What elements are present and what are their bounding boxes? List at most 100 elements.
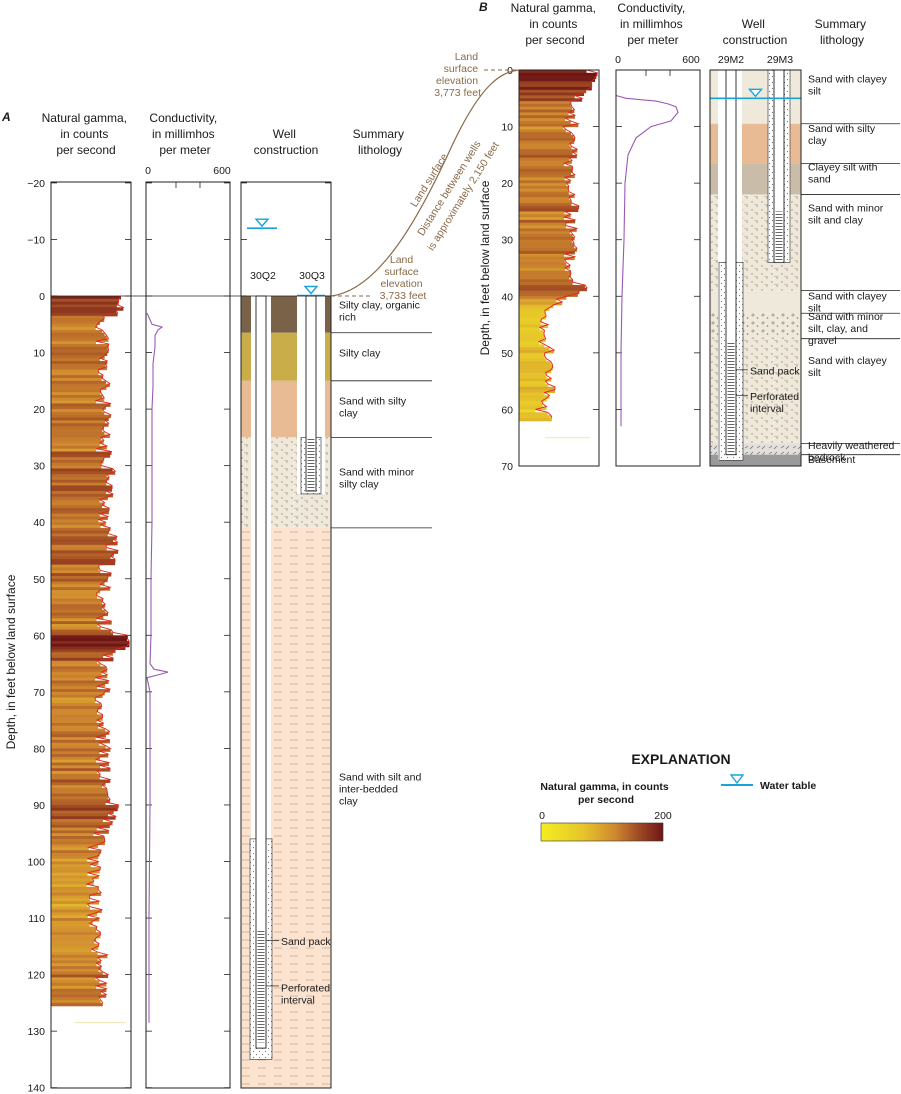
gamma-band bbox=[51, 705, 102, 710]
gamma-band bbox=[51, 731, 110, 735]
gamma-band bbox=[51, 428, 103, 433]
gamma-band bbox=[519, 129, 566, 133]
gamma-band bbox=[51, 310, 117, 314]
panel-a-label: A bbox=[1, 110, 11, 124]
gamma-band bbox=[519, 347, 550, 351]
gamma-band bbox=[519, 222, 566, 227]
gamma-band bbox=[519, 89, 587, 94]
gamma-band bbox=[51, 714, 103, 718]
gamma-band bbox=[519, 228, 577, 232]
gamma-band bbox=[51, 406, 106, 410]
gamma-band bbox=[51, 762, 109, 766]
gamma-band bbox=[51, 550, 119, 554]
gamma-band bbox=[51, 488, 113, 492]
gamma-band bbox=[51, 909, 102, 913]
gamma-band bbox=[519, 242, 574, 246]
gamma-band bbox=[51, 951, 98, 956]
gamma-band bbox=[51, 748, 111, 752]
gamma-band bbox=[51, 686, 98, 690]
gamma-band bbox=[51, 742, 100, 747]
gamma-band bbox=[51, 491, 107, 495]
gamma-band bbox=[519, 256, 575, 261]
gamma-band bbox=[51, 966, 102, 970]
lithology-unit-fill bbox=[710, 443, 801, 455]
gamma-band bbox=[519, 366, 553, 371]
gamma-band bbox=[51, 346, 108, 351]
gamma-band bbox=[519, 251, 575, 255]
depth-tick-label: −10 bbox=[27, 234, 45, 246]
gamma-band bbox=[519, 177, 565, 181]
panel-a-cond-tick-600: 600 bbox=[213, 165, 231, 177]
gamma-band bbox=[51, 796, 108, 800]
gamma-band bbox=[51, 454, 111, 458]
explanation-gamma-label: Natural gamma, in counts per second bbox=[540, 781, 671, 806]
depth-tick-label: 70 bbox=[501, 461, 513, 473]
explanation-gamma-min: 0 bbox=[539, 810, 545, 822]
gamma-band bbox=[51, 592, 97, 597]
depth-tick-label: 50 bbox=[33, 574, 45, 586]
gamma-band bbox=[51, 632, 113, 636]
panel-b-cond-tick-600: 600 bbox=[682, 54, 700, 66]
gamma-band bbox=[519, 310, 545, 314]
depth-tick-label: 60 bbox=[33, 630, 45, 642]
gamma-band bbox=[51, 759, 97, 764]
panel-b-conductivity-track bbox=[615, 69, 701, 467]
gamma-band bbox=[519, 143, 570, 147]
gamma-band bbox=[51, 1002, 103, 1007]
panel-b-well-29m3: 29M3 bbox=[767, 54, 793, 66]
gamma-band bbox=[51, 635, 128, 639]
gamma-band bbox=[51, 867, 101, 871]
depth-tick-label: 100 bbox=[27, 857, 45, 869]
gamma-band bbox=[51, 756, 100, 761]
gamma-band bbox=[51, 728, 106, 733]
gamma-band bbox=[519, 293, 578, 297]
gamma-band bbox=[51, 940, 95, 945]
gamma-band bbox=[51, 530, 109, 535]
gamma-band bbox=[519, 361, 551, 365]
gamma-band bbox=[51, 612, 108, 617]
gamma-band bbox=[51, 717, 103, 721]
gamma-band bbox=[51, 660, 97, 665]
gamma-band bbox=[51, 677, 96, 682]
gamma-band bbox=[519, 109, 575, 114]
gamma-band bbox=[51, 505, 103, 509]
gamma-band bbox=[51, 329, 103, 334]
gamma-band bbox=[519, 211, 565, 215]
gamma-band bbox=[51, 782, 106, 786]
gamma-band bbox=[519, 202, 572, 207]
gamma-band bbox=[51, 963, 97, 967]
gamma-band bbox=[51, 649, 116, 653]
gamma-band bbox=[51, 850, 102, 854]
gamma-band bbox=[519, 137, 575, 142]
panel-b: B Natural gamma, in counts per second Co… bbox=[434, 0, 900, 473]
gamma-band bbox=[519, 313, 546, 317]
gamma-band bbox=[51, 785, 103, 789]
gamma-band bbox=[519, 239, 572, 244]
gamma-band bbox=[519, 267, 565, 272]
gamma-band bbox=[519, 200, 571, 204]
gamma-band bbox=[51, 358, 100, 362]
gamma-band bbox=[51, 508, 110, 512]
panel-b-y-axis-label: Depth, in feet below land surface bbox=[478, 180, 492, 355]
gamma-band bbox=[51, 884, 87, 888]
gamma-band bbox=[51, 804, 119, 809]
gamma-band bbox=[51, 629, 112, 634]
perforated-interval bbox=[775, 211, 783, 263]
gamma-band bbox=[519, 188, 569, 193]
gamma-band bbox=[51, 737, 96, 741]
gamma-band bbox=[51, 315, 104, 320]
conductivity-curve bbox=[146, 312, 169, 1023]
gamma-band bbox=[51, 440, 104, 444]
gamma-band bbox=[519, 352, 545, 357]
lithology-unit-fill bbox=[710, 454, 801, 466]
gamma-band bbox=[51, 903, 88, 908]
gamma-band bbox=[519, 378, 552, 382]
panel-b-cond-tick-0: 0 bbox=[615, 54, 621, 66]
gamma-band bbox=[519, 101, 571, 105]
gamma-band bbox=[51, 369, 99, 373]
gamma-band bbox=[51, 411, 105, 416]
gamma-band bbox=[519, 259, 565, 263]
